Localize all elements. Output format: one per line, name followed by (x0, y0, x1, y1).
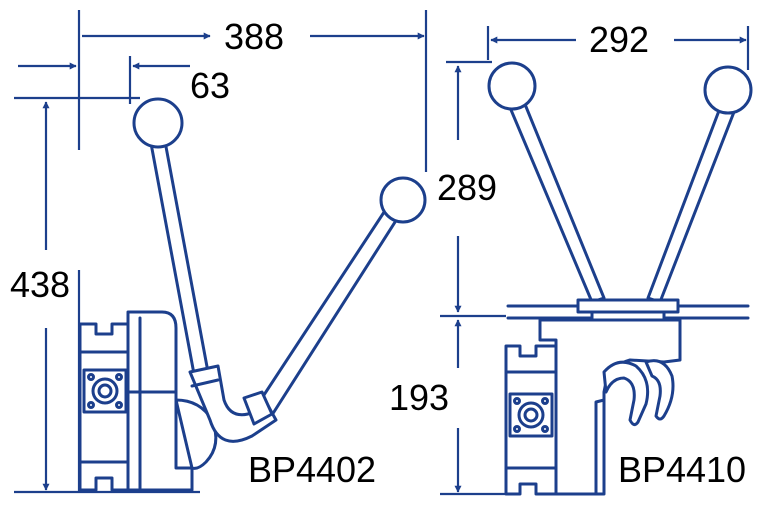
left-lever-knob (487, 61, 537, 111)
angled-lever-knob (379, 176, 427, 224)
angled-lever-arm (256, 198, 406, 417)
left-lever-arm (504, 90, 606, 304)
right-lever-knob (703, 65, 753, 115)
pump-body (126, 310, 194, 492)
dimensions-left (14, 10, 428, 494)
dim-label-438: 438 (10, 264, 70, 305)
dim-label-292: 292 (589, 19, 649, 60)
pump-bp4402 (78, 97, 427, 492)
upright-lever-knob (132, 97, 184, 149)
dim-label-388: 388 (224, 16, 284, 57)
outlet-hook-2 (644, 359, 675, 421)
right-lever-arm (646, 106, 736, 304)
deck-plate (576, 298, 680, 314)
dim-label-289: 289 (437, 167, 497, 208)
dim-label-63: 63 (190, 65, 230, 106)
dimensions-right (440, 26, 750, 496)
diaphragm-housing (174, 398, 218, 470)
model-label-bp4410: BP4410 (618, 449, 746, 490)
model-label-bp4402: BP4402 (248, 449, 376, 490)
dim-label-193: 193 (389, 377, 449, 418)
pump-bp4410 (487, 61, 753, 496)
outlet-hook (602, 360, 650, 427)
